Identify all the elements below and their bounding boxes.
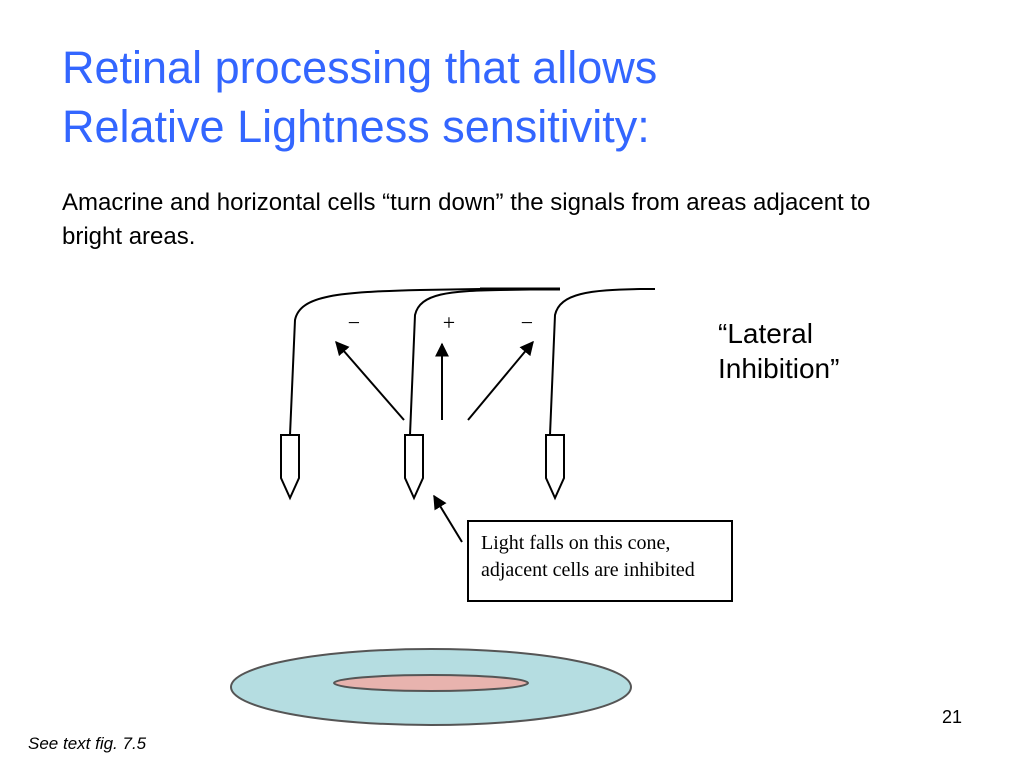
sign-right: − — [521, 310, 533, 335]
callout-line-2: adjacent cells are inhibited — [481, 559, 695, 581]
sign-left: − — [348, 310, 360, 335]
neuron-connector-right — [549, 288, 655, 436]
lateral-inhibition-label: “Lateral Inhibition” — [718, 316, 839, 386]
arrow-left — [335, 340, 405, 421]
neuron-connector-center — [409, 288, 561, 436]
slide-title: Retinal processing that allows Relative … — [62, 38, 962, 156]
cone-right — [545, 434, 565, 501]
callout-line-1: Light falls on this cone, — [481, 532, 671, 554]
neuron-connector-left — [289, 288, 481, 436]
title-line-2: Relative Lightness sensitivity: — [62, 101, 650, 152]
body-text: Amacrine and horizontal cells “turn down… — [62, 189, 871, 250]
cone-center — [404, 434, 424, 501]
cone-left — [280, 434, 300, 501]
page-number: 21 — [942, 707, 963, 727]
arrow-right — [467, 340, 534, 421]
footnote: See text fig. 7.5 — [28, 734, 147, 753]
callout-box: Light falls on this cone, adjacent cells… — [467, 520, 733, 602]
callout-pointer-arrow — [433, 494, 463, 543]
sign-center: + — [443, 310, 455, 335]
title-line-1: Retinal processing that allows — [62, 42, 658, 93]
side-label-line-2: Inhibition” — [718, 353, 840, 384]
side-label-line-1: “Lateral — [718, 318, 813, 349]
receptive-field-center — [333, 674, 529, 692]
